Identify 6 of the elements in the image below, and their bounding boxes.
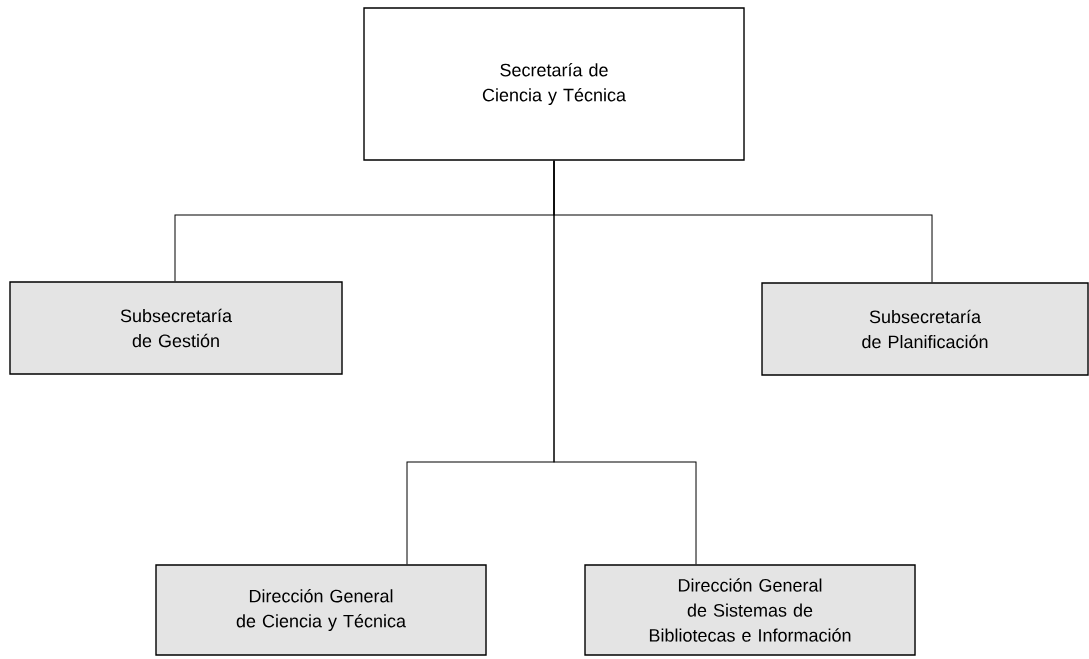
org-box: Subsecretaría de Gestión (9, 281, 343, 375)
connector-line (553, 160, 697, 565)
org-box: Secretaría de Ciencia y Técnica (363, 7, 745, 161)
org-box: Dirección General de Ciencia y Técnica (155, 564, 487, 656)
org-box: Subsecretaría de Planificación (761, 282, 1089, 376)
org-box: Dirección General de Sistemas de Bibliotecas e Información (584, 564, 916, 656)
